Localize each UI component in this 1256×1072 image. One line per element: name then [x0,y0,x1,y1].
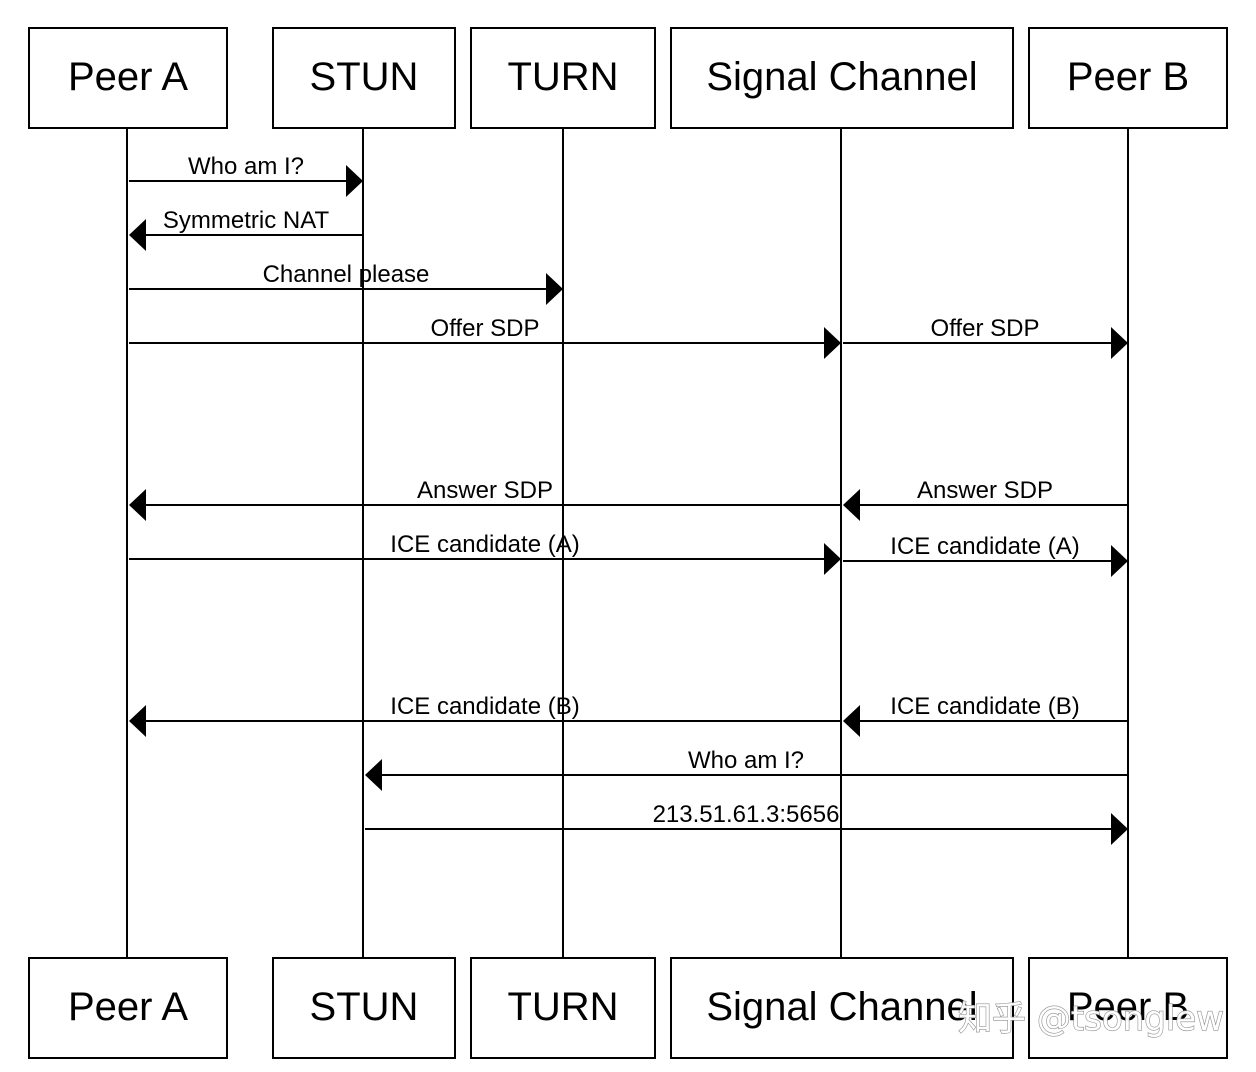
participant-box [470,957,656,1059]
participant-box [272,27,456,129]
participant-label: Peer A [68,55,188,99]
participant-label: Peer A [68,985,188,1029]
arrow-head-left-icon [129,219,146,251]
message-symmetric-nat: Symmetric NAT [129,207,363,251]
message-ice-candidate-a-signal-to-b: ICE candidate (A) [843,533,1128,577]
participant-signal-channel-bottom: Signal Channel [670,957,1014,1059]
arrow-head-right-icon [346,165,363,197]
participant-box [272,957,456,1059]
participants-bottom: Peer A STUN TURN Signal Channel Peer B [28,957,1228,1059]
participant-stun-bottom: STUN [272,957,456,1059]
arrow-head-right-icon [1111,327,1128,359]
arrow-head-left-icon [129,489,146,521]
participant-label: Peer B [1067,55,1189,99]
watermark: 知乎 @tsonglew [958,999,1224,1039]
participants-top: Peer A STUN TURN Signal Channel Peer B [28,27,1228,129]
participant-label: STUN [310,985,419,1029]
participant-peer-a-top: Peer A [28,27,228,129]
arrow-head-left-icon [843,705,860,737]
message-who-am-i-b-to-stun: Who am I? [365,747,1128,791]
message-label: ICE candidate (B) [390,693,579,720]
message-label: Offer SDP [931,315,1040,342]
message-label: Channel please [263,261,430,288]
participant-label: Signal Channel [706,985,977,1029]
participant-label: TURN [507,55,618,99]
participant-turn-top: TURN [470,27,656,129]
participant-box [28,957,228,1059]
participant-label: STUN [310,55,419,99]
message-public-address: 213.51.61.3:5656 [365,801,1128,845]
participant-peer-a-bottom: Peer A [28,957,228,1059]
message-label: Answer SDP [917,477,1053,504]
participant-box [670,27,1014,129]
participant-box [1028,957,1228,1059]
arrow-head-right-icon [824,327,841,359]
participant-box [470,27,656,129]
participant-signal-channel-top: Signal Channel [670,27,1014,129]
message-label: Who am I? [688,747,804,774]
messages: Who am I? Symmetric NAT Channel please O… [129,153,1128,845]
participant-box [28,27,228,129]
message-label: ICE candidate (B) [890,693,1079,720]
participant-stun-top: STUN [272,27,456,129]
participant-peer-b-bottom: Peer B [1028,957,1228,1059]
message-label: Offer SDP [431,315,540,342]
arrow-head-left-icon [129,705,146,737]
message-ice-candidate-b-signal-to-a: ICE candidate (B) [129,693,841,737]
message-label: ICE candidate (A) [390,531,579,558]
arrow-head-right-icon [1111,545,1128,577]
participant-label: Peer B [1067,985,1189,1029]
message-ice-candidate-a-to-signal: ICE candidate (A) [129,531,841,575]
arrow-head-left-icon [843,489,860,521]
message-label: Symmetric NAT [163,207,330,234]
message-answer-sdp-signal-to-a: Answer SDP [129,477,841,521]
participant-label: Signal Channel [706,55,977,99]
participant-box [670,957,1014,1059]
arrow-head-right-icon [546,273,563,305]
arrow-head-left-icon [365,759,382,791]
message-offer-sdp-a-to-signal: Offer SDP [129,315,841,359]
message-label: 213.51.61.3:5656 [653,801,840,828]
participant-turn-bottom: TURN [470,957,656,1059]
message-answer-sdp-b-to-signal: Answer SDP [843,477,1128,521]
message-label: ICE candidate (A) [890,533,1079,560]
arrow-head-right-icon [1111,813,1128,845]
participant-box [1028,27,1228,129]
message-channel-please: Channel please [129,261,563,305]
participant-label: TURN [507,985,618,1029]
message-ice-candidate-b-b-to-signal: ICE candidate (B) [843,693,1128,737]
participant-peer-b-top: Peer B [1028,27,1228,129]
arrow-head-right-icon [824,543,841,575]
message-offer-sdp-signal-to-b: Offer SDP [843,315,1128,359]
message-label: Answer SDP [417,477,553,504]
lifelines [126,128,1129,958]
message-who-am-i-a-to-stun: Who am I? [129,153,363,197]
message-label: Who am I? [188,153,304,180]
